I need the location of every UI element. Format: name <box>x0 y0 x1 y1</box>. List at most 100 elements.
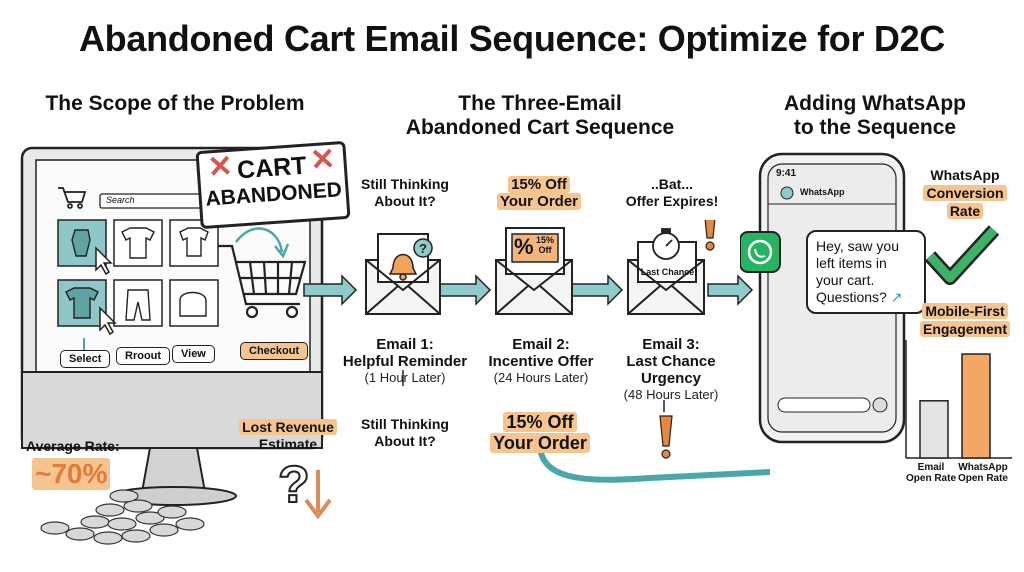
email1-headline: Still Thinking About It? <box>350 176 460 210</box>
email2-headline-line1: 15% Off <box>508 176 570 193</box>
coupon-line1: 15% <box>536 235 555 245</box>
coupon-line2: Off <box>538 245 552 255</box>
email1-footer-line1: Still Thinking <box>361 416 449 432</box>
lost-revenue-line2: Estimate <box>258 436 318 452</box>
phone-app-name: WhatsApp <box>800 187 845 197</box>
average-rate-value: ~70% <box>32 458 111 490</box>
monitor-chin <box>21 371 323 449</box>
message-line: your cart. <box>816 272 875 288</box>
email2-footer: 15% Off Your Order <box>480 412 600 454</box>
tshirt-icon <box>179 227 209 257</box>
shirt-icon <box>71 229 91 257</box>
external-link-icon: ↗ <box>890 289 903 305</box>
bag-icon <box>179 291 207 317</box>
message-line: Questions? <box>816 289 887 305</box>
email1-headline-line2: About It? <box>374 193 436 209</box>
chart-bar-whatsapp <box>961 353 991 459</box>
section-title-sequence-line2: Abandoned Cart Sequence <box>405 116 675 139</box>
phone-time: 9:41 <box>776 168 797 179</box>
message-line: Hey, saw you <box>816 238 899 254</box>
open-rate-bar-chart <box>905 340 1012 459</box>
email1-footer: Still Thinking About It? <box>350 416 460 450</box>
email2-footer-line1: 15% Off <box>503 412 577 432</box>
category-line: Email <box>917 462 945 473</box>
category-line: Open Rate <box>957 473 1008 484</box>
question-mark-icon: ? <box>278 456 310 514</box>
section-title-problem: The Scope of the Problem <box>45 92 305 115</box>
section-title-sequence: The Three-Email Abandoned Cart Sequence <box>370 92 710 140</box>
section-title-whatsapp-line2: to the Sequence <box>793 116 957 139</box>
conversion-line1: WhatsApp <box>930 167 1000 183</box>
sweater-icon <box>121 227 155 259</box>
section-title-whatsapp-line1: Adding WhatsApp <box>784 92 966 115</box>
whatsapp-logo-icon <box>740 231 781 273</box>
email2-headline-line2: Your Order <box>496 193 582 210</box>
search-placeholder: Search <box>106 195 135 205</box>
exclamation-icon-bottom <box>659 415 673 459</box>
bell-icon <box>388 238 433 281</box>
message-line: left items in <box>816 255 887 271</box>
tshirt-icon <box>65 287 99 319</box>
select-button[interactable]: Select <box>60 350 111 368</box>
flow-arrow-long <box>537 443 770 483</box>
email3-headline-line2: Offer Expires! <box>625 193 719 209</box>
whatsapp-message-bubble: Hey, saw you left items in your cart. Qu… <box>806 230 926 314</box>
product-tile <box>113 219 163 267</box>
email2-desc: Incentive Offer <box>488 353 594 370</box>
flow-arrow <box>707 274 754 306</box>
flow-arrow <box>571 274 624 306</box>
checkout-button[interactable]: Checkout <box>240 342 309 360</box>
pants-icon <box>125 289 151 321</box>
email2-name: Email 2: <box>512 336 570 353</box>
email3-desc: Last Chance <box>626 353 716 370</box>
lost-revenue-line1: Lost Revenue <box>239 419 337 435</box>
section-title-whatsapp: Adding WhatsApp to the Sequence <box>740 92 1010 140</box>
remove-button[interactable]: Rroout <box>116 347 171 365</box>
contact-avatar <box>780 186 794 200</box>
cursor-icon <box>99 306 117 336</box>
email1-footer-line2: About It? <box>374 433 436 449</box>
x-mark-icon: ✕ <box>309 142 337 178</box>
email1-timing: (1 Hour Later) <box>364 370 446 385</box>
curved-arrow <box>234 227 284 253</box>
shopping-cart-icon <box>218 244 307 319</box>
chart-category-label-email: Email Open Rate <box>906 462 956 484</box>
mobile-line2: Engagement <box>919 321 1010 337</box>
x-mark-icon: ✕ <box>206 149 234 185</box>
conversion-line3: Rate <box>946 203 984 219</box>
category-line: Open Rate <box>906 473 957 484</box>
coupon-text: 15% Off <box>536 235 554 255</box>
average-rate-label: Average Rate: <box>26 438 120 454</box>
mobile-line1: Mobile-First <box>922 303 1008 319</box>
section-title-sequence-line1: The Three-Email <box>458 92 622 115</box>
email1-desc: Helpful Reminder <box>342 353 468 370</box>
checkmark-icon <box>924 225 1000 285</box>
email2-timing: (24 Hours Later) <box>493 370 589 385</box>
view-button[interactable]: View <box>172 345 215 363</box>
flow-arrow <box>439 274 492 306</box>
email3-headline-line1: ..Bat... <box>650 176 693 192</box>
lost-revenue-label: Lost Revenue Estimate <box>238 419 338 453</box>
message-input <box>777 397 871 413</box>
question-icon: ? <box>419 241 427 256</box>
email3-headline: ..Bat... Offer Expires! <box>612 176 732 210</box>
email1-info: Email 1: Helpful Reminder (1 Hour Later) <box>340 336 470 386</box>
mic-icon <box>872 397 888 413</box>
email3-timing: (48 Hours Later) <box>623 387 719 402</box>
email3-name: Email 3: <box>642 336 700 353</box>
coins-pile <box>40 489 205 545</box>
page-title: Abandoned Cart Email Sequence: Optimize … <box>78 18 946 59</box>
email-envelope-2 <box>495 227 573 315</box>
chart-bar-email <box>919 400 949 459</box>
whatsapp-conversion-label: WhatsApp Conversion Rate <box>912 166 1018 220</box>
chart-category-label-whatsapp: WhatsApp Open Rate <box>954 462 1012 484</box>
cart-abandoned-stamp: CART ABANDONED ✕ ✕ <box>195 140 351 230</box>
percent-icon: % <box>514 234 534 259</box>
email1-name: Email 1: <box>376 336 434 353</box>
mobile-first-label: Mobile-First Engagement <box>912 302 1018 338</box>
exclamation-icon-top <box>704 220 716 251</box>
category-line: WhatsApp <box>958 462 1008 473</box>
down-arrow-icon <box>304 470 332 520</box>
sequence-graphics: ? <box>303 220 770 483</box>
email3-info: Email 3: Last Chance Urgency (48 Hours L… <box>606 336 736 403</box>
